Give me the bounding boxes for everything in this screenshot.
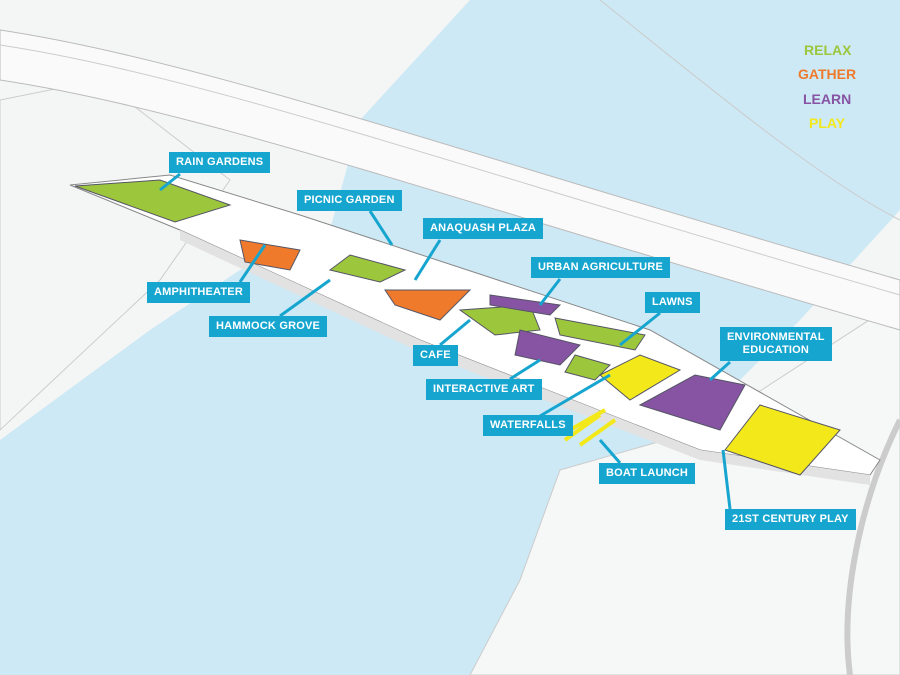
legend-play: PLAY (809, 115, 846, 131)
learn-zones (489, 294, 746, 431)
relax-zones (74, 179, 646, 381)
gather-zones (239, 239, 472, 321)
label-amphitheater: AMPHITHEATER (147, 282, 250, 303)
legend-gather: GATHER (798, 66, 857, 82)
label-rain-gardens: RAIN GARDENS (169, 152, 271, 173)
play-zones (563, 354, 841, 476)
legend-relax: RELAX (804, 42, 852, 58)
leader-lines (159, 172, 732, 510)
label-environmental-education: ENVIRONMENTAL EDUCATION (720, 327, 832, 361)
label-cafe: CAFE (413, 345, 458, 366)
label-picnic-garden: PICNIC GARDEN (297, 190, 402, 211)
label-line-2: EDUCATION (742, 344, 810, 356)
label-boat-launch: BOAT LAUNCH (599, 463, 696, 484)
label-interactive-art: INTERACTIVE ART (426, 379, 542, 400)
label-lawns: LAWNS (645, 292, 700, 313)
label-waterfalls: WATERFALLS (483, 415, 573, 436)
label-line-1: ENVIRONMENTAL (727, 331, 825, 343)
highway-bridge (0, 29, 900, 331)
legend-learn: LEARN (803, 91, 852, 107)
label-hammock-grove: HAMMOCK GROVE (209, 316, 328, 337)
label-anaquash-plaza: ANAQUASH PLAZA (423, 218, 544, 239)
label-urban-agriculture: URBAN AGRICULTURE (531, 257, 671, 278)
label-21st-century-play: 21ST CENTURY PLAY (725, 509, 856, 530)
